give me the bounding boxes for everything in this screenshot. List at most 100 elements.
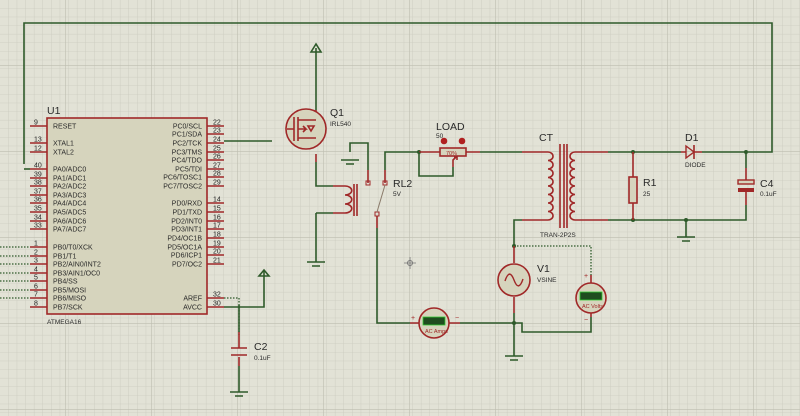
diode-d1[interactable]: D1 DIODE [681, 132, 706, 169]
pin-name: PB4/SS [53, 279, 78, 286]
relay-rl2[interactable]: RL2 5V [307, 142, 412, 267]
wire-drain-to-relay[interactable] [315, 162, 333, 187]
load-increase-button[interactable] [458, 137, 466, 145]
source-v1[interactable]: V1 VSINE [497, 246, 557, 313]
wire-feedback-loop[interactable] [23, 22, 773, 164]
ammeter-display [422, 316, 446, 326]
capacitor-c4[interactable]: C4 0.1uF [737, 168, 777, 205]
capacitor-c2[interactable]: C2 0.1uF [230, 305, 271, 397]
pin-number: 27 [213, 163, 221, 170]
pin-number: 7 [34, 292, 38, 299]
pin-name: PD1/TXD [172, 210, 202, 217]
load-value: 50 [436, 133, 444, 140]
pin-name: RESET [53, 124, 77, 131]
wire-relay-to-ammeter[interactable] [376, 228, 410, 324]
wire-ct-primary-return[interactable] [513, 219, 522, 246]
pin-name: XTAL2 [53, 150, 74, 157]
pin-number: 2 [34, 250, 38, 257]
pin-number: 17 [213, 223, 221, 230]
pin-name: PA7/ADC7 [53, 227, 86, 234]
pin-name: AVCC [183, 305, 202, 312]
potentiometer-load[interactable]: 70% LOAD 50 [417, 121, 480, 177]
pin-number: 35 [34, 206, 42, 213]
pin-name: PB3/AIN1/OC0 [53, 271, 100, 278]
voltmeter-minus: − [584, 317, 588, 324]
load-decrease-button[interactable] [440, 137, 448, 145]
c2-ref: C2 [254, 341, 268, 353]
ac-voltmeter[interactable]: AC Volts + − [575, 273, 607, 324]
wire-v1-to-voltmeter[interactable] [514, 245, 592, 275]
pin-name: PA4/ADC4 [53, 201, 86, 208]
pin-number: 8 [34, 301, 38, 308]
pin-name: PB6/MISO [53, 296, 87, 303]
wire-avcc-power[interactable] [224, 270, 265, 308]
pin-name: AREF [183, 296, 202, 303]
pin-number: 21 [213, 258, 221, 265]
ac-ammeter[interactable]: AC Amps + − [410, 307, 460, 339]
voltmeter-label: AC Volts [582, 304, 603, 310]
voltmeter-plus: + [584, 273, 588, 280]
resistor-r1[interactable]: R1 25 [628, 152, 657, 220]
pin-number: 34 [34, 215, 42, 222]
wire-ct-secondary-bottom[interactable] [608, 205, 747, 221]
pin-number: 20 [213, 249, 221, 256]
pin-number: 19 [213, 241, 221, 248]
u1-atmega16[interactable]: U1 ATMEGA16 9RESET13XTAL112XTAL240PA0/AD… [24, 105, 224, 326]
c4-value: 0.1uF [760, 191, 777, 198]
pin-name: PD6/ICP1 [171, 253, 202, 260]
r1-ref: R1 [643, 177, 657, 189]
pin-number: 6 [34, 284, 38, 291]
transformer-ct[interactable]: CT TRAN-2P2S [522, 132, 608, 239]
pin-name: PD3/INT1 [171, 227, 202, 234]
pin-name: PC2/TCK [172, 141, 202, 148]
pin-number: 33 [34, 223, 42, 230]
pin-number: 15 [213, 206, 221, 213]
wire-diode-to-c4[interactable] [702, 151, 747, 168]
pin-number: 18 [213, 232, 221, 239]
wire-v1-to-node[interactable] [513, 313, 592, 333]
pin-number: 40 [34, 163, 42, 170]
wire-relay-com[interactable] [384, 151, 419, 170]
pin-number: 25 [213, 146, 221, 153]
pin-number: 36 [34, 197, 42, 204]
mosfet-q1[interactable]: Q1 IRL540 [285, 42, 351, 162]
